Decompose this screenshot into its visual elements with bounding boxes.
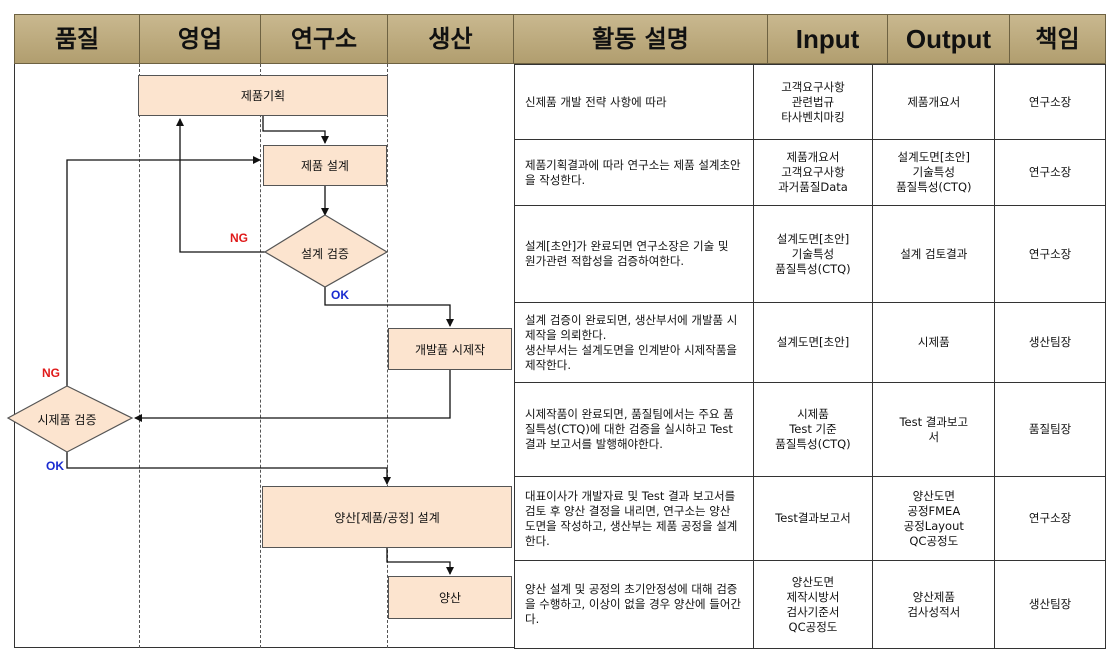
activity-table: 신제품 개발 전략 사항에 따라 고객요구사항 관련법규 타사벤치마킹 제품개요… bbox=[514, 64, 1106, 649]
activity-description: 설계 검증이 완료되면, 생산부서에 개발품 시제작을 의뢰한다. 생산부서는 … bbox=[514, 302, 754, 383]
activity-input: 양산도면 제작시방서 검사기준서 QC공정도 bbox=[752, 560, 874, 649]
activity-description: 양산 설계 및 공정의 초기안정성에 대해 검증을 수행하고, 이상이 없을 경… bbox=[514, 560, 754, 649]
lane-divider-sales bbox=[139, 64, 140, 648]
proto-verify-diamond bbox=[6, 385, 134, 453]
ng-tag-design: NG bbox=[230, 231, 248, 245]
activity-owner: 생산팀장 bbox=[994, 302, 1106, 383]
activity-output: 양산도면 공정FMEA 공정Layout QC공정도 bbox=[872, 476, 996, 561]
activity-owner: 연구소장 bbox=[994, 476, 1106, 561]
activity-owner: 연구소장 bbox=[994, 205, 1106, 303]
design-verify-label: 설계 검증 bbox=[301, 247, 349, 261]
activity-input: 고객요구사항 관련법규 타사벤치마킹 bbox=[752, 64, 874, 140]
lane-divider-production bbox=[387, 64, 388, 648]
flow-area bbox=[14, 64, 514, 648]
activity-description: 대표이사가 개발자료 및 Test 결과 보고서를 검토 후 양산 결정을 내리… bbox=[514, 476, 754, 561]
activity-output: 설계도면[초안] 기술특성 품질특성(CTQ) bbox=[872, 139, 996, 206]
lane-divider-lab bbox=[260, 64, 261, 648]
header-output: Output bbox=[888, 15, 1010, 63]
box-product-planning: 제품기획 bbox=[138, 75, 388, 116]
header-owner: 책임 bbox=[1035, 25, 1080, 53]
activity-input: 제품개요서 고객요구사항 과거품질Data bbox=[752, 139, 874, 206]
box-prototype: 개발품 시제작 bbox=[388, 328, 512, 370]
header-bar: 품질 영업 연구소 생산 활동 설명 Input Output 책임 bbox=[14, 14, 1106, 64]
table-row: 대표이사가 개발자료 및 Test 결과 보고서를 검토 후 양산 결정을 내리… bbox=[514, 476, 1106, 561]
activity-description: 신제품 개발 전략 사항에 따라 bbox=[514, 64, 754, 140]
activity-owner: 연구소장 bbox=[994, 139, 1106, 206]
table-row: 제품기획결과에 따라 연구소는 제품 설계초안을 작성한다. 제품개요서 고객요… bbox=[514, 139, 1106, 206]
activity-owner: 품질팀장 bbox=[994, 382, 1106, 477]
activity-output: 시제품 bbox=[872, 302, 996, 383]
header-lab: 연구소 bbox=[261, 15, 388, 63]
activity-output: 양산제품 검사성적서 bbox=[872, 560, 996, 649]
prototype-verify-label: 시제품 검증 bbox=[37, 413, 97, 427]
ng-tag-prototype: NG bbox=[42, 366, 60, 380]
table-row: 시제작품이 완료되면, 품질팀에서는 주요 품질특성(CTQ)에 대한 검증을 … bbox=[514, 382, 1106, 477]
activity-input: Test결과보고서 bbox=[752, 476, 874, 561]
header-sales: 영업 bbox=[140, 15, 261, 63]
activity-input: 설계도면[초안] 기술특성 품질특성(CTQ) bbox=[752, 205, 874, 303]
verify-diamond bbox=[263, 214, 389, 288]
table-row: 양산 설계 및 공정의 초기안정성에 대해 검증을 수행하고, 이상이 없을 경… bbox=[514, 560, 1106, 649]
box-mass-production: 양산 bbox=[388, 576, 512, 619]
activity-owner: 생산팀장 bbox=[994, 560, 1106, 649]
activity-output: 설계 검토결과 bbox=[872, 205, 996, 303]
activity-output: 제품개요서 bbox=[872, 64, 996, 140]
box-product-design: 제품 설계 bbox=[263, 145, 387, 186]
table-row: 설계 검증이 완료되면, 생산부서에 개발품 시제작을 의뢰한다. 생산부서는 … bbox=[514, 302, 1106, 383]
table-row: 설계[초안]가 완료되면 연구소장은 기술 및 원가관련 적합성을 검증하여한다… bbox=[514, 205, 1106, 303]
header-production: 생산 bbox=[388, 15, 514, 63]
header-quality: 품질 bbox=[15, 15, 140, 63]
header-input: Input bbox=[768, 15, 888, 63]
table-row: 신제품 개발 전략 사항에 따라 고객요구사항 관련법규 타사벤치마킹 제품개요… bbox=[514, 64, 1106, 140]
ok-tag-design: OK bbox=[331, 288, 349, 302]
box-mass-design: 양산[제품/공정] 설계 bbox=[262, 486, 512, 548]
activity-description: 설계[초안]가 완료되면 연구소장은 기술 및 원가관련 적합성을 검증하여한다… bbox=[514, 205, 754, 303]
activity-description: 시제작품이 완료되면, 품질팀에서는 주요 품질특성(CTQ)에 대한 검증을 … bbox=[514, 382, 754, 477]
activity-owner: 연구소장 bbox=[994, 64, 1106, 140]
activity-input: 설계도면[초안] bbox=[752, 302, 874, 383]
activity-description: 제품기획결과에 따라 연구소는 제품 설계초안을 작성한다. bbox=[514, 139, 754, 206]
activity-output: Test 결과보고 서 bbox=[872, 382, 996, 477]
ok-tag-prototype: OK bbox=[46, 459, 64, 473]
header-activity: 활동 설명 bbox=[514, 15, 768, 63]
activity-input: 시제품 Test 기준 품질특성(CTQ) bbox=[752, 382, 874, 477]
